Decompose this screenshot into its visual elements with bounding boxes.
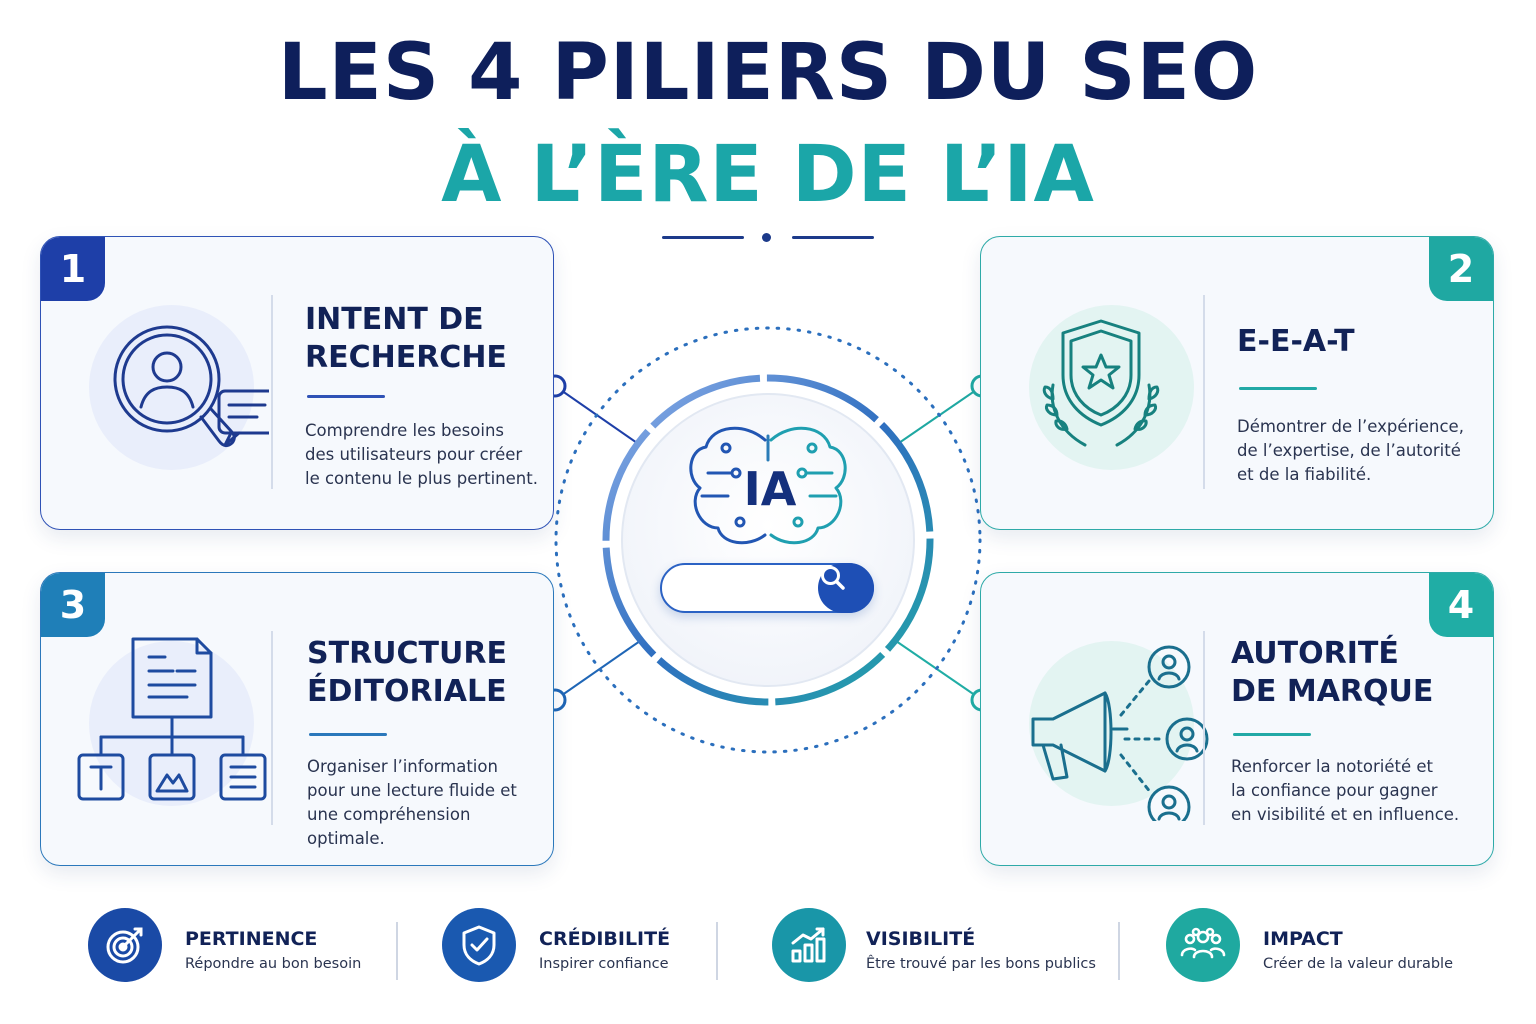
benefit-impact: IMPACT Créer de la valeur durable [1166,908,1466,984]
benefit-title: CRÉDIBILITÉ [539,928,671,950]
hub-search-bar [660,563,874,613]
benefit-pertinence: PERTINENCE Répondre au bon besoin [88,908,388,984]
benefit-subtitle: Répondre au bon besoin [185,956,362,972]
pillar-card-2: 2 E-E-A-T Démontrer de l’expérience, de … [980,236,1494,530]
pillar-title: INTENT DE RECHERCHE [305,302,507,375]
benefit-subtitle: Inspirer confiance [539,956,669,972]
benefit-subtitle: Être trouvé par les bons publics [866,956,1096,972]
user-search-icon [69,295,269,485]
benefit-title: VISIBILITÉ [866,928,976,950]
hub-dotted-ring [554,326,982,754]
benefit-title: PERTINENCE [185,928,318,950]
main-title-line1: LES 4 PILIERS DU SEO [277,28,1259,118]
shield-star-laurel-icon [1009,295,1209,485]
pillar-title: E-E-A-T [1237,324,1355,359]
target-icon [88,908,162,982]
pillar-number-badge: 2 [1429,237,1493,301]
document-hierarchy-icon [69,631,269,821]
connector-1 [554,385,641,446]
brain-circuit-icon [689,426,847,545]
pillar-description: Renforcer la notoriété et la confiance p… [1231,757,1460,824]
pillar-description: Organiser l’information pour une lecture… [307,757,517,848]
pillar-title: STRUCTURE ÉDITORIALE [307,636,507,709]
shield-check-icon [442,908,516,982]
growth-chart-icon [772,908,846,982]
pillar-description: Démontrer de l’expérience, de l’expertis… [1237,417,1464,484]
group-people-icon [1166,908,1240,982]
pillar-card-4: 4 AUTORITÉ DE MARQUE Renforcer la notori… [980,572,1494,866]
pillar-number-badge: 4 [1429,573,1493,637]
pillar-number-badge: 1 [41,237,105,301]
pillar-card-1: 1 INTENT DE RECHERCHE Comprendre les bes… [40,236,554,530]
main-title-line2: À L’ÈRE DE L’IA [441,130,1095,220]
benefit-visibilite: VISIBILITÉ Être trouvé par les bons publ… [772,908,1112,984]
ia-label: IA [743,462,797,516]
hub-disc [621,393,915,687]
pillar-description: Comprendre les besoins des utilisateurs … [305,421,538,488]
pillar-title: AUTORITÉ DE MARQUE [1231,636,1434,709]
title-divider [662,230,874,244]
pillar-number-badge: 3 [41,573,105,637]
benefit-credibilite: CRÉDIBILITÉ Inspirer confiance [442,908,712,984]
pillar-card-3: 3 STRUCTURE ÉDITORIALE [40,572,554,866]
benefit-title: IMPACT [1263,928,1343,950]
benefit-subtitle: Créer de la valeur durable [1263,956,1454,972]
magnifier-icon [818,563,874,613]
megaphone-audience-icon [1009,631,1209,821]
